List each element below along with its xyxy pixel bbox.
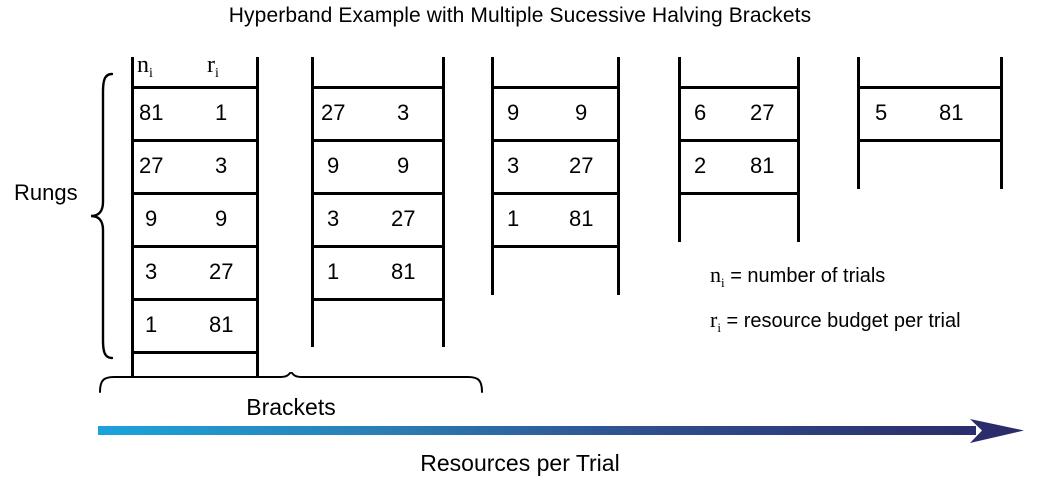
legend-text-r: = resource budget per trial [726,310,961,332]
cell-n: 9 [507,100,520,125]
rung-line [491,139,620,142]
cell-r: 9 [397,153,410,178]
rung-line [131,351,259,354]
rung-line [678,192,800,195]
legend-text-n: = number of trials [730,265,886,287]
ladder-rail-left [678,57,681,242]
cell-r: 27 [391,206,416,231]
cell-n: 27 [321,100,346,125]
bracket-2: 9 9 3 27 1 81 [491,57,620,295]
rung-line [857,86,1003,89]
column-header-r: ri [207,52,219,81]
resources-arrow-icon [98,419,1024,443]
legend-item-r: ri = resource budget per trial [710,307,961,336]
legend-symbol-n: ni [710,262,725,291]
cell-r: 27 [750,100,775,125]
rung-line [491,245,620,248]
cell-r: 81 [391,259,416,284]
brackets-brace-icon [98,372,484,394]
ladder-rail-left [131,57,134,378]
rung-line [311,192,445,195]
legend-symbol-r: ri [710,307,721,336]
cell-n: 1 [145,312,158,337]
cell-n: 3 [327,206,340,231]
cell-n: 3 [507,153,520,178]
cell-r: 27 [569,153,594,178]
cell-n: 1 [507,206,520,231]
rung-line [131,139,259,142]
rung-line [491,192,620,195]
resources-axis-label: Resources per Trial [420,450,620,476]
cell-n: 27 [139,153,164,178]
rung-line [131,245,259,248]
ladder-rail-right [256,57,259,378]
cell-n: 9 [327,153,340,178]
cell-r: 3 [397,100,410,125]
rung-line [491,86,620,89]
cell-n: 6 [694,100,707,125]
rung-line [678,139,800,142]
cell-r: 3 [215,153,228,178]
ladder-rail-right [442,57,445,347]
rung-line [311,245,445,248]
ladder-rail-left [491,57,494,295]
cell-n: 2 [694,153,707,178]
cell-n: 81 [139,100,164,125]
cell-r: 27 [209,259,234,284]
cell-n: 3 [145,259,158,284]
cell-n: 5 [875,100,888,125]
rung-line [131,86,259,89]
rung-line [311,86,445,89]
brackets-label: Brackets [246,394,336,420]
ladder-rail-right [617,57,620,295]
ladder-rail-right [797,57,800,242]
cell-r: 81 [209,312,234,337]
bracket-1: 27 3 9 9 3 27 1 81 [311,57,445,347]
rungs-brace-icon [88,72,114,360]
cell-r: 1 [215,100,228,125]
rung-line [131,298,259,301]
rungs-label: Rungs [14,180,78,205]
cell-r: 81 [750,153,775,178]
bracket-3: 6 27 2 81 [678,57,800,242]
legend-item-n: ni = number of trials [710,262,886,291]
cell-n: 9 [145,206,158,231]
ladder-rail-left [311,57,314,347]
column-header-n: ni [137,52,153,81]
rung-line [857,139,1003,142]
cell-r: 9 [215,206,228,231]
rung-line [131,192,259,195]
ladder-rail-left [857,57,860,189]
cell-r: 9 [575,100,588,125]
cell-n: 1 [327,259,340,284]
rung-line [678,86,800,89]
rung-line [311,298,445,301]
rung-line [311,139,445,142]
cell-r: 81 [939,100,964,125]
cell-r: 81 [569,206,594,231]
bracket-0: ni ri 81 1 27 3 9 9 3 27 1 81 [131,53,259,378]
page-title: Hyperband Example with Multiple Sucessiv… [228,4,812,27]
ladder-rail-right [1000,57,1003,189]
bracket-4: 5 81 [857,57,1003,189]
